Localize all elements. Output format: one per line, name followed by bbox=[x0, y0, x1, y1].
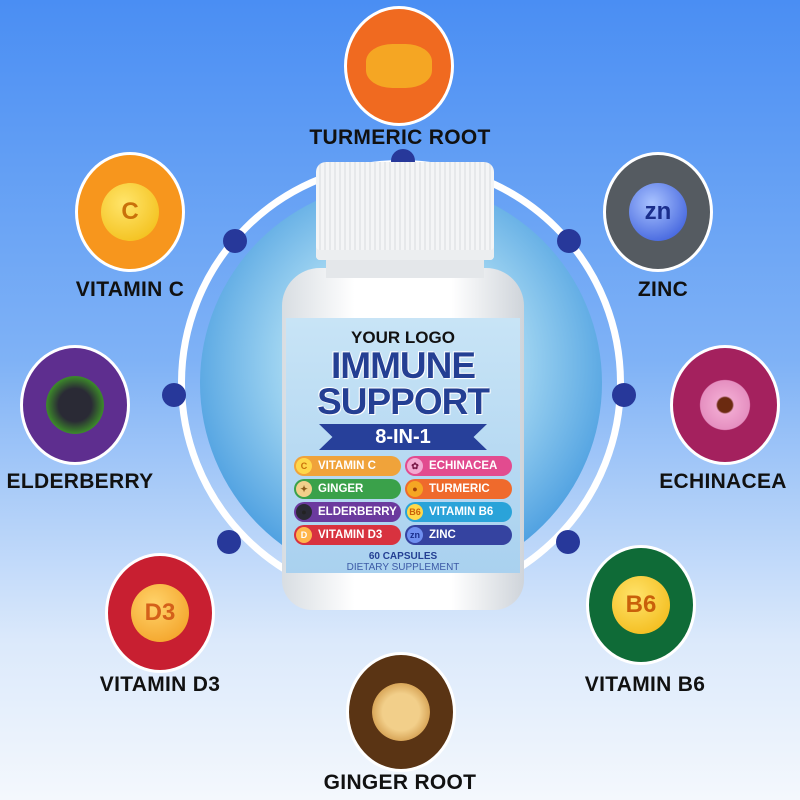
pill-text: ZINC bbox=[429, 529, 456, 541]
brand-logo: YOUR LOGO bbox=[351, 328, 455, 347]
elderberry-icon bbox=[46, 376, 104, 434]
turmeric-icon bbox=[366, 44, 432, 88]
orbit-dot bbox=[162, 383, 186, 407]
pill-text: VITAMIN C bbox=[318, 460, 376, 472]
vitamin-d3-icon: D bbox=[296, 527, 312, 543]
ginger-icon bbox=[372, 683, 430, 741]
zinc-icon: zn bbox=[629, 183, 687, 241]
label-pill: ● TURMERIC bbox=[405, 479, 512, 499]
ginger-circle bbox=[346, 652, 456, 772]
ingredient-label: VITAMIN D3 bbox=[99, 673, 221, 696]
label-pill: ● ELDERBERRY bbox=[294, 502, 401, 522]
pill-text: ELDERBERRY bbox=[318, 506, 397, 518]
orbit-dot bbox=[557, 229, 581, 253]
pill-text: TURMERIC bbox=[429, 483, 490, 495]
ingredient-label: ECHINACEA bbox=[659, 470, 787, 493]
vitamin-c-icon: C bbox=[101, 183, 159, 241]
vitamin-d3-icon: D3 bbox=[131, 584, 189, 642]
zinc-circle: zn bbox=[603, 152, 713, 272]
pill-text: VITAMIN D3 bbox=[318, 529, 383, 541]
label-pill: B6 VITAMIN B6 bbox=[405, 502, 512, 522]
vitamin-c-icon: C bbox=[296, 458, 312, 474]
vitamin-d3-circle: D3 bbox=[105, 553, 215, 673]
turmeric-circle bbox=[344, 6, 454, 126]
orbit-dot bbox=[612, 383, 636, 407]
label-pill: ✦ GINGER bbox=[294, 479, 401, 499]
label-pill: D VITAMIN D3 bbox=[294, 525, 401, 545]
bottle-neck bbox=[326, 258, 484, 278]
pill-text: VITAMIN B6 bbox=[429, 506, 494, 518]
turmeric-icon: ● bbox=[407, 481, 423, 497]
pill-text: GINGER bbox=[318, 483, 364, 495]
bottle-label: YOUR LOGO IMMUNE SUPPORT 8-IN-1 C VITAMIN… bbox=[286, 318, 520, 573]
echinacea-circle bbox=[670, 345, 780, 465]
product-title-line1: IMMUNE bbox=[330, 345, 476, 386]
vitamin-b6-icon: B6 bbox=[612, 576, 670, 634]
vitamin-b6-icon: B6 bbox=[407, 504, 423, 520]
ingredient-label: ELDERBERRY bbox=[6, 470, 154, 493]
label-pill: C VITAMIN C bbox=[294, 456, 401, 476]
vitamin-c-circle: C bbox=[75, 152, 185, 272]
orbit-dot bbox=[556, 530, 580, 554]
capsule-count: 60 CAPSULES bbox=[368, 551, 438, 562]
label-pill: ✿ ECHINACEA bbox=[405, 456, 512, 476]
8-in-1-badge: 8-IN-1 bbox=[319, 424, 487, 450]
ingredient-label: ZINC bbox=[637, 278, 689, 301]
ingredient-label: VITAMIN C bbox=[75, 278, 185, 301]
label-pill: zn ZINC bbox=[405, 525, 512, 545]
product-title-line2: SUPPORT bbox=[317, 381, 490, 422]
echinacea-icon: ✿ bbox=[407, 458, 423, 474]
orbit-dot bbox=[223, 229, 247, 253]
vitamin-b6-circle: B6 bbox=[586, 545, 696, 665]
dietary-supplement-text: DIETARY SUPPLEMENT bbox=[346, 562, 460, 573]
ingredient-label: VITAMIN B6 bbox=[584, 673, 706, 696]
pill-text: ECHINACEA bbox=[429, 460, 498, 472]
ingredient-label: TURMERIC ROOT bbox=[309, 126, 491, 149]
elderberry-circle bbox=[20, 345, 130, 465]
ginger-icon: ✦ bbox=[296, 481, 312, 497]
orbit-dot bbox=[217, 530, 241, 554]
echinacea-icon bbox=[696, 376, 754, 434]
ingredient-label: GINGER ROOT bbox=[323, 771, 477, 794]
bottle-cap bbox=[316, 162, 494, 260]
zinc-icon: zn bbox=[407, 527, 423, 543]
elderberry-icon: ● bbox=[296, 504, 312, 520]
